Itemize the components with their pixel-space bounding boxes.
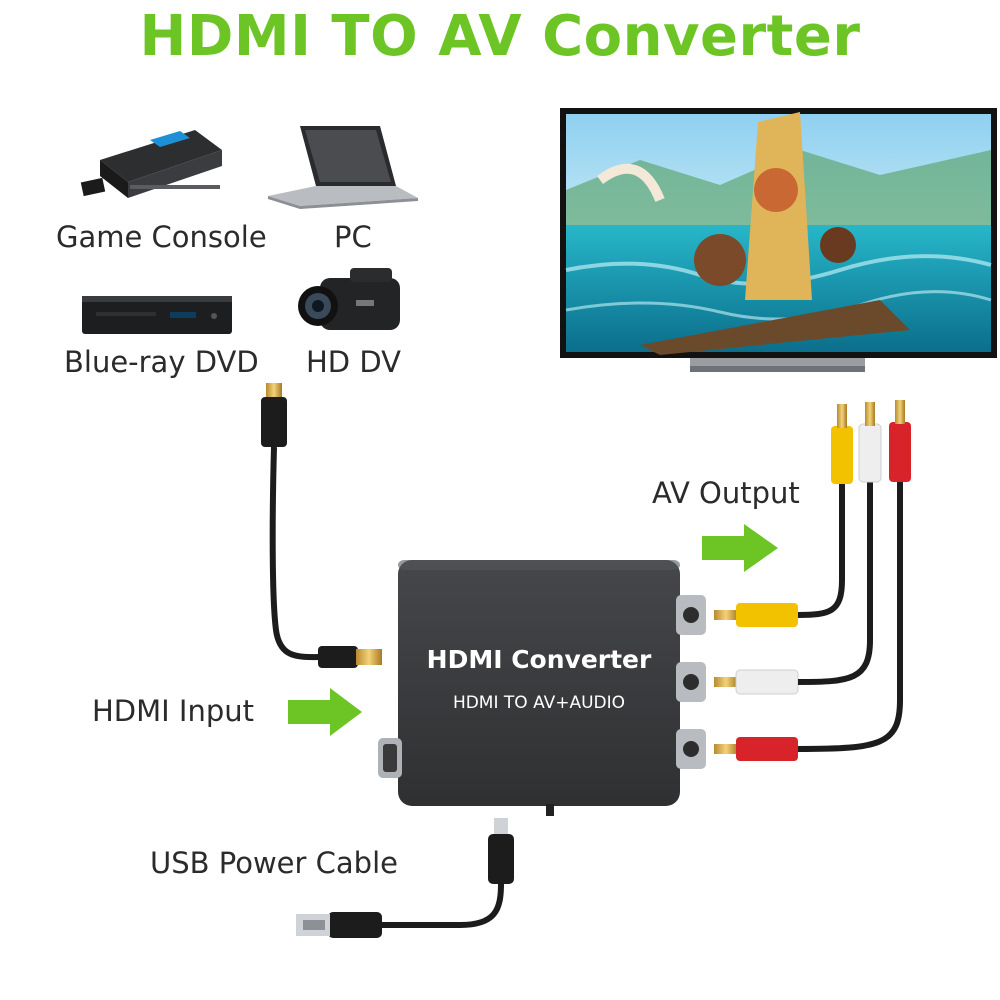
source-label-game-console: Game Console — [56, 220, 267, 254]
usb-power-cable-label: USB Power Cable — [150, 846, 398, 880]
rca-cables — [714, 400, 911, 761]
av-output-arrow — [702, 524, 778, 572]
source-label-hd-dv: HD DV — [306, 345, 402, 379]
device-name: HDMI Converter — [426, 645, 652, 674]
page-title: HDMI TO AV Converter — [139, 4, 861, 69]
hdmi-converter-device — [378, 560, 706, 816]
dvd-player-icon — [82, 296, 232, 334]
hdmi-cable — [261, 383, 382, 668]
game-console-icon — [80, 130, 222, 198]
source-label-blue-ray-dvd: Blue-ray DVD — [64, 345, 259, 379]
hdmi-input-arrow — [288, 688, 362, 736]
usb-power-cable — [296, 818, 514, 938]
av-output-label: AV Output — [652, 476, 800, 510]
laptop-icon — [268, 126, 418, 209]
television-icon — [560, 108, 997, 372]
camcorder-icon — [298, 268, 400, 330]
device-subtitle: HDMI TO AV+AUDIO — [452, 693, 626, 713]
hdmi-input-label: HDMI Input — [92, 694, 255, 728]
source-label-pc: PC — [334, 220, 372, 254]
